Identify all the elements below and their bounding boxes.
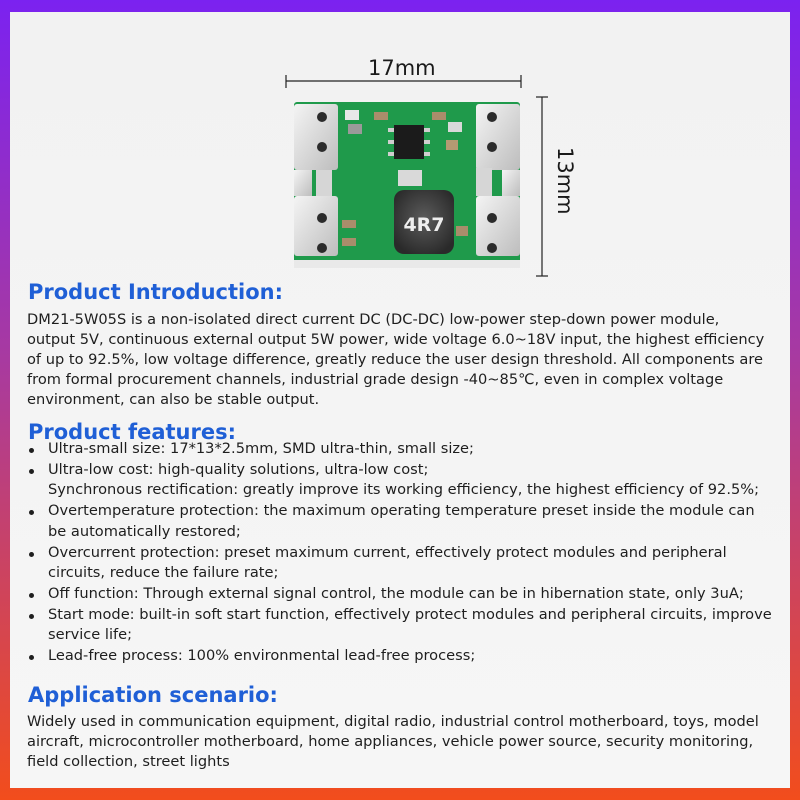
intro-heading: Product Introduction: [28, 280, 283, 304]
intro-paragraph: DM21-5W05S is a non-isolated direct curr… [27, 311, 765, 408]
list-item: Overcurrent protection: preset maximum c… [27, 543, 772, 584]
bullet-icon [27, 460, 48, 481]
bullet-icon [27, 501, 48, 542]
bullet-icon [27, 439, 48, 460]
height-dimension-label: 13mm [553, 147, 577, 215]
list-item: Lead-free process: 100% environmental le… [27, 646, 772, 667]
features-list: Ultra-small size: 17*13*2.5mm, SMD ultra… [27, 439, 772, 667]
features-heading: Product features: [28, 420, 236, 444]
bullet-icon [27, 480, 48, 501]
list-item: Ultra-low cost: high-quality solutions, … [27, 460, 772, 481]
bullet-icon [27, 605, 48, 646]
bullet-icon [27, 543, 48, 584]
application-heading: Application scenario: [28, 683, 278, 707]
width-dimension-label: 17mm [368, 56, 436, 80]
list-item: Start mode: built-in soft start function… [27, 605, 772, 646]
list-item: Off function: Through external signal co… [27, 584, 772, 605]
product-image: 4R7 [294, 102, 520, 268]
list-item: Overtemperature protection: the maximum … [27, 501, 772, 542]
bullet-icon [27, 646, 48, 667]
bullet-icon [27, 584, 48, 605]
application-paragraph: Widely used in communication equipment, … [27, 713, 759, 770]
list-item: Synchronous rectification: greatly impro… [27, 480, 772, 501]
inductor-marking: 4R7 [403, 214, 444, 236]
list-item: Ultra-small size: 17*13*2.5mm, SMD ultra… [27, 439, 772, 460]
